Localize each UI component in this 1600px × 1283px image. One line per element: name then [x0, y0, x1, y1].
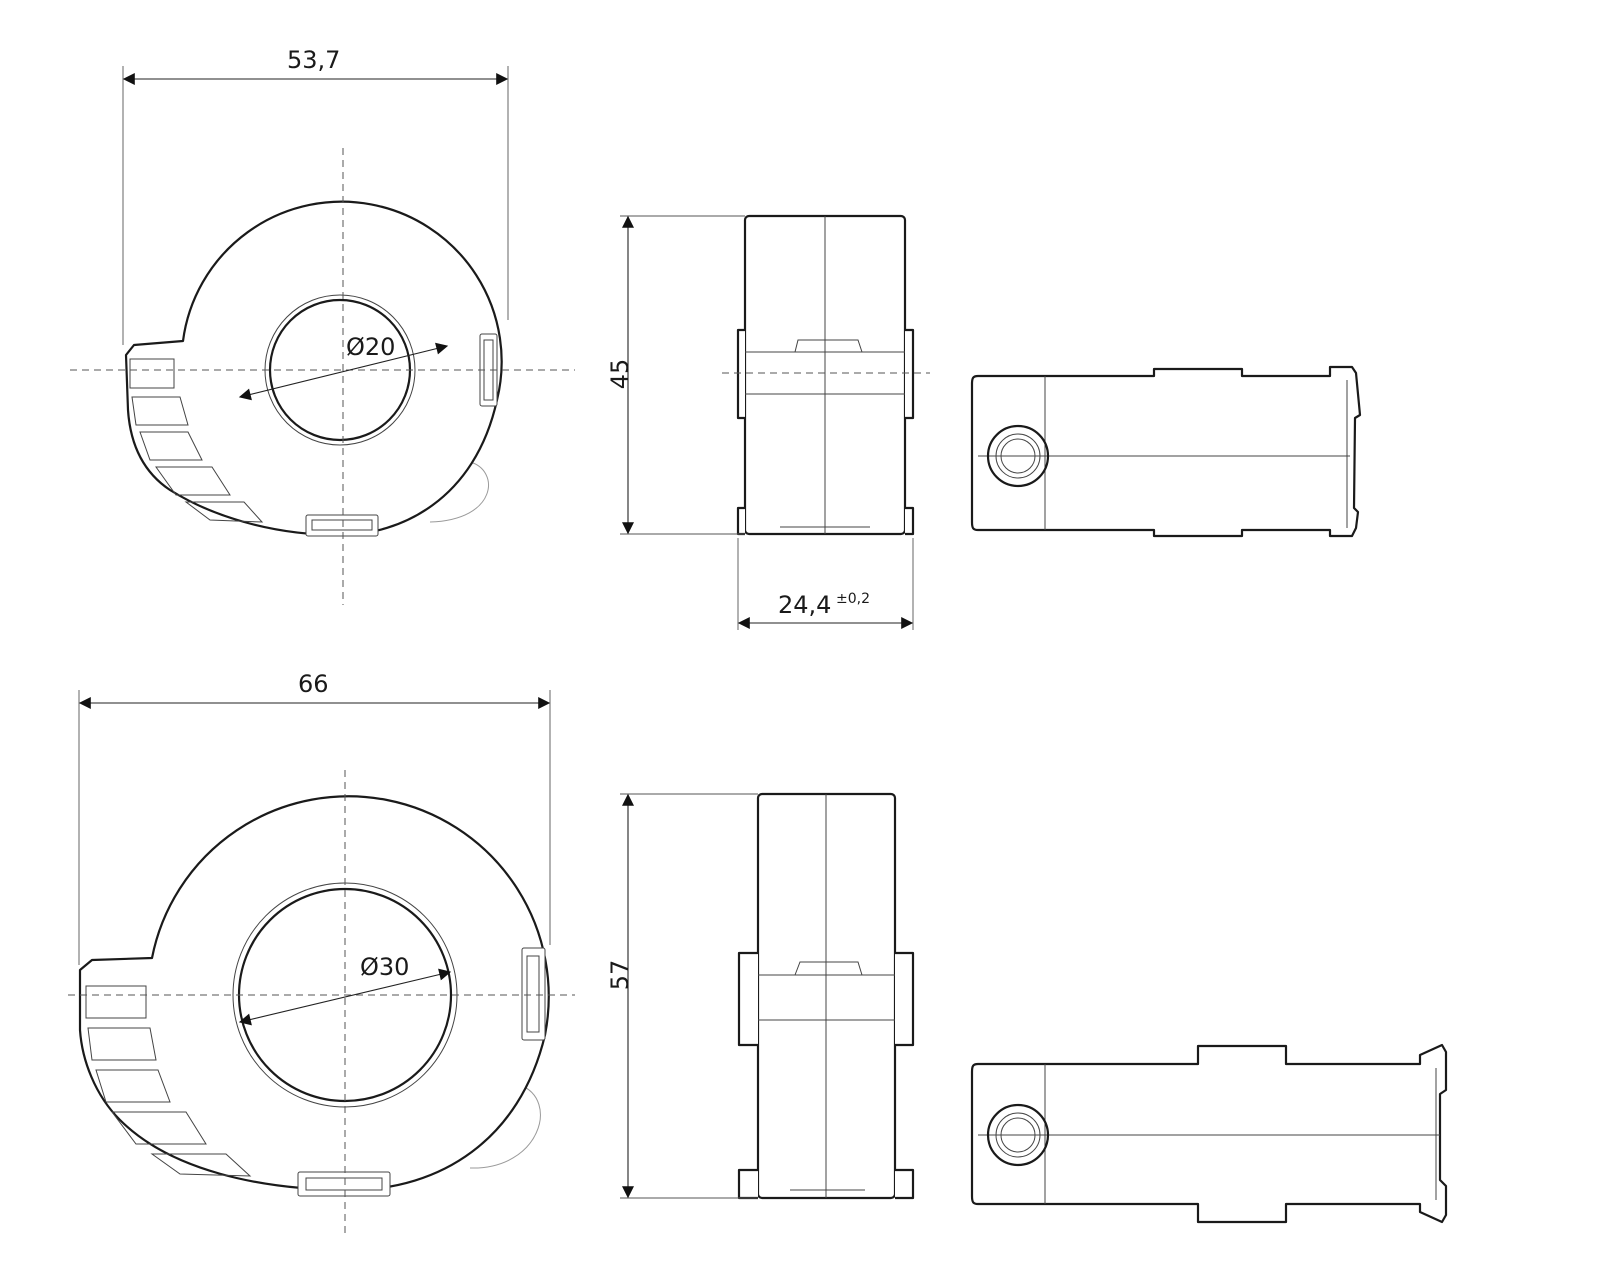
large-top-view [970, 1043, 1448, 1224]
large-top-cable-gland [986, 1103, 1050, 1167]
large-side-right-foot [895, 1168, 915, 1200]
small-front-view: Ø20 53,7 [70, 46, 575, 605]
large-side-view: 57 [606, 792, 915, 1200]
small-bottom-clip [305, 514, 379, 537]
small-bore-label: Ø20 [346, 333, 395, 361]
small-bottom-clip-inner [311, 519, 373, 531]
small-side-right-tab [905, 328, 915, 420]
large-side-right-tab [895, 951, 915, 1047]
small-width-label: 53,7 [287, 46, 340, 74]
large-right-clip [521, 947, 546, 1041]
small-top-cable-gland [986, 424, 1050, 488]
large-side-left-tab [737, 951, 758, 1047]
small-side-right-foot [905, 506, 915, 536]
small-depth-label: 24,4 [778, 591, 831, 619]
large-bottom-clip-inner [305, 1177, 383, 1191]
small-side-view: 45 24,4 ±0,2 [606, 214, 930, 630]
small-height-label: 45 [606, 359, 634, 390]
large-height-label: 57 [606, 960, 634, 991]
small-ribs [129, 358, 264, 523]
large-width-label: 66 [298, 670, 329, 698]
large-top-body [970, 1043, 1448, 1224]
large-bottom-clip [297, 1171, 391, 1197]
large-front-body [78, 795, 550, 1192]
small-top-view [970, 365, 1362, 538]
large-bore-label: Ø30 [360, 953, 409, 981]
large-right-clip-inner [526, 955, 540, 1033]
small-side-top-bump [794, 339, 863, 353]
large-side-left-foot [737, 1168, 758, 1200]
large-front-view: Ø30 66 [68, 670, 575, 1235]
small-side-left-foot [736, 506, 745, 536]
small-side-left-tab [736, 328, 745, 420]
small-depth-tolerance: ±0,2 [836, 591, 870, 607]
large-ribs [85, 985, 252, 1177]
large-side-top-bump [794, 961, 863, 976]
large-bore-dim-line [238, 968, 452, 1026]
small-bore-dim-line [238, 342, 449, 401]
small-front-body [124, 200, 503, 537]
small-top-body [970, 365, 1362, 538]
